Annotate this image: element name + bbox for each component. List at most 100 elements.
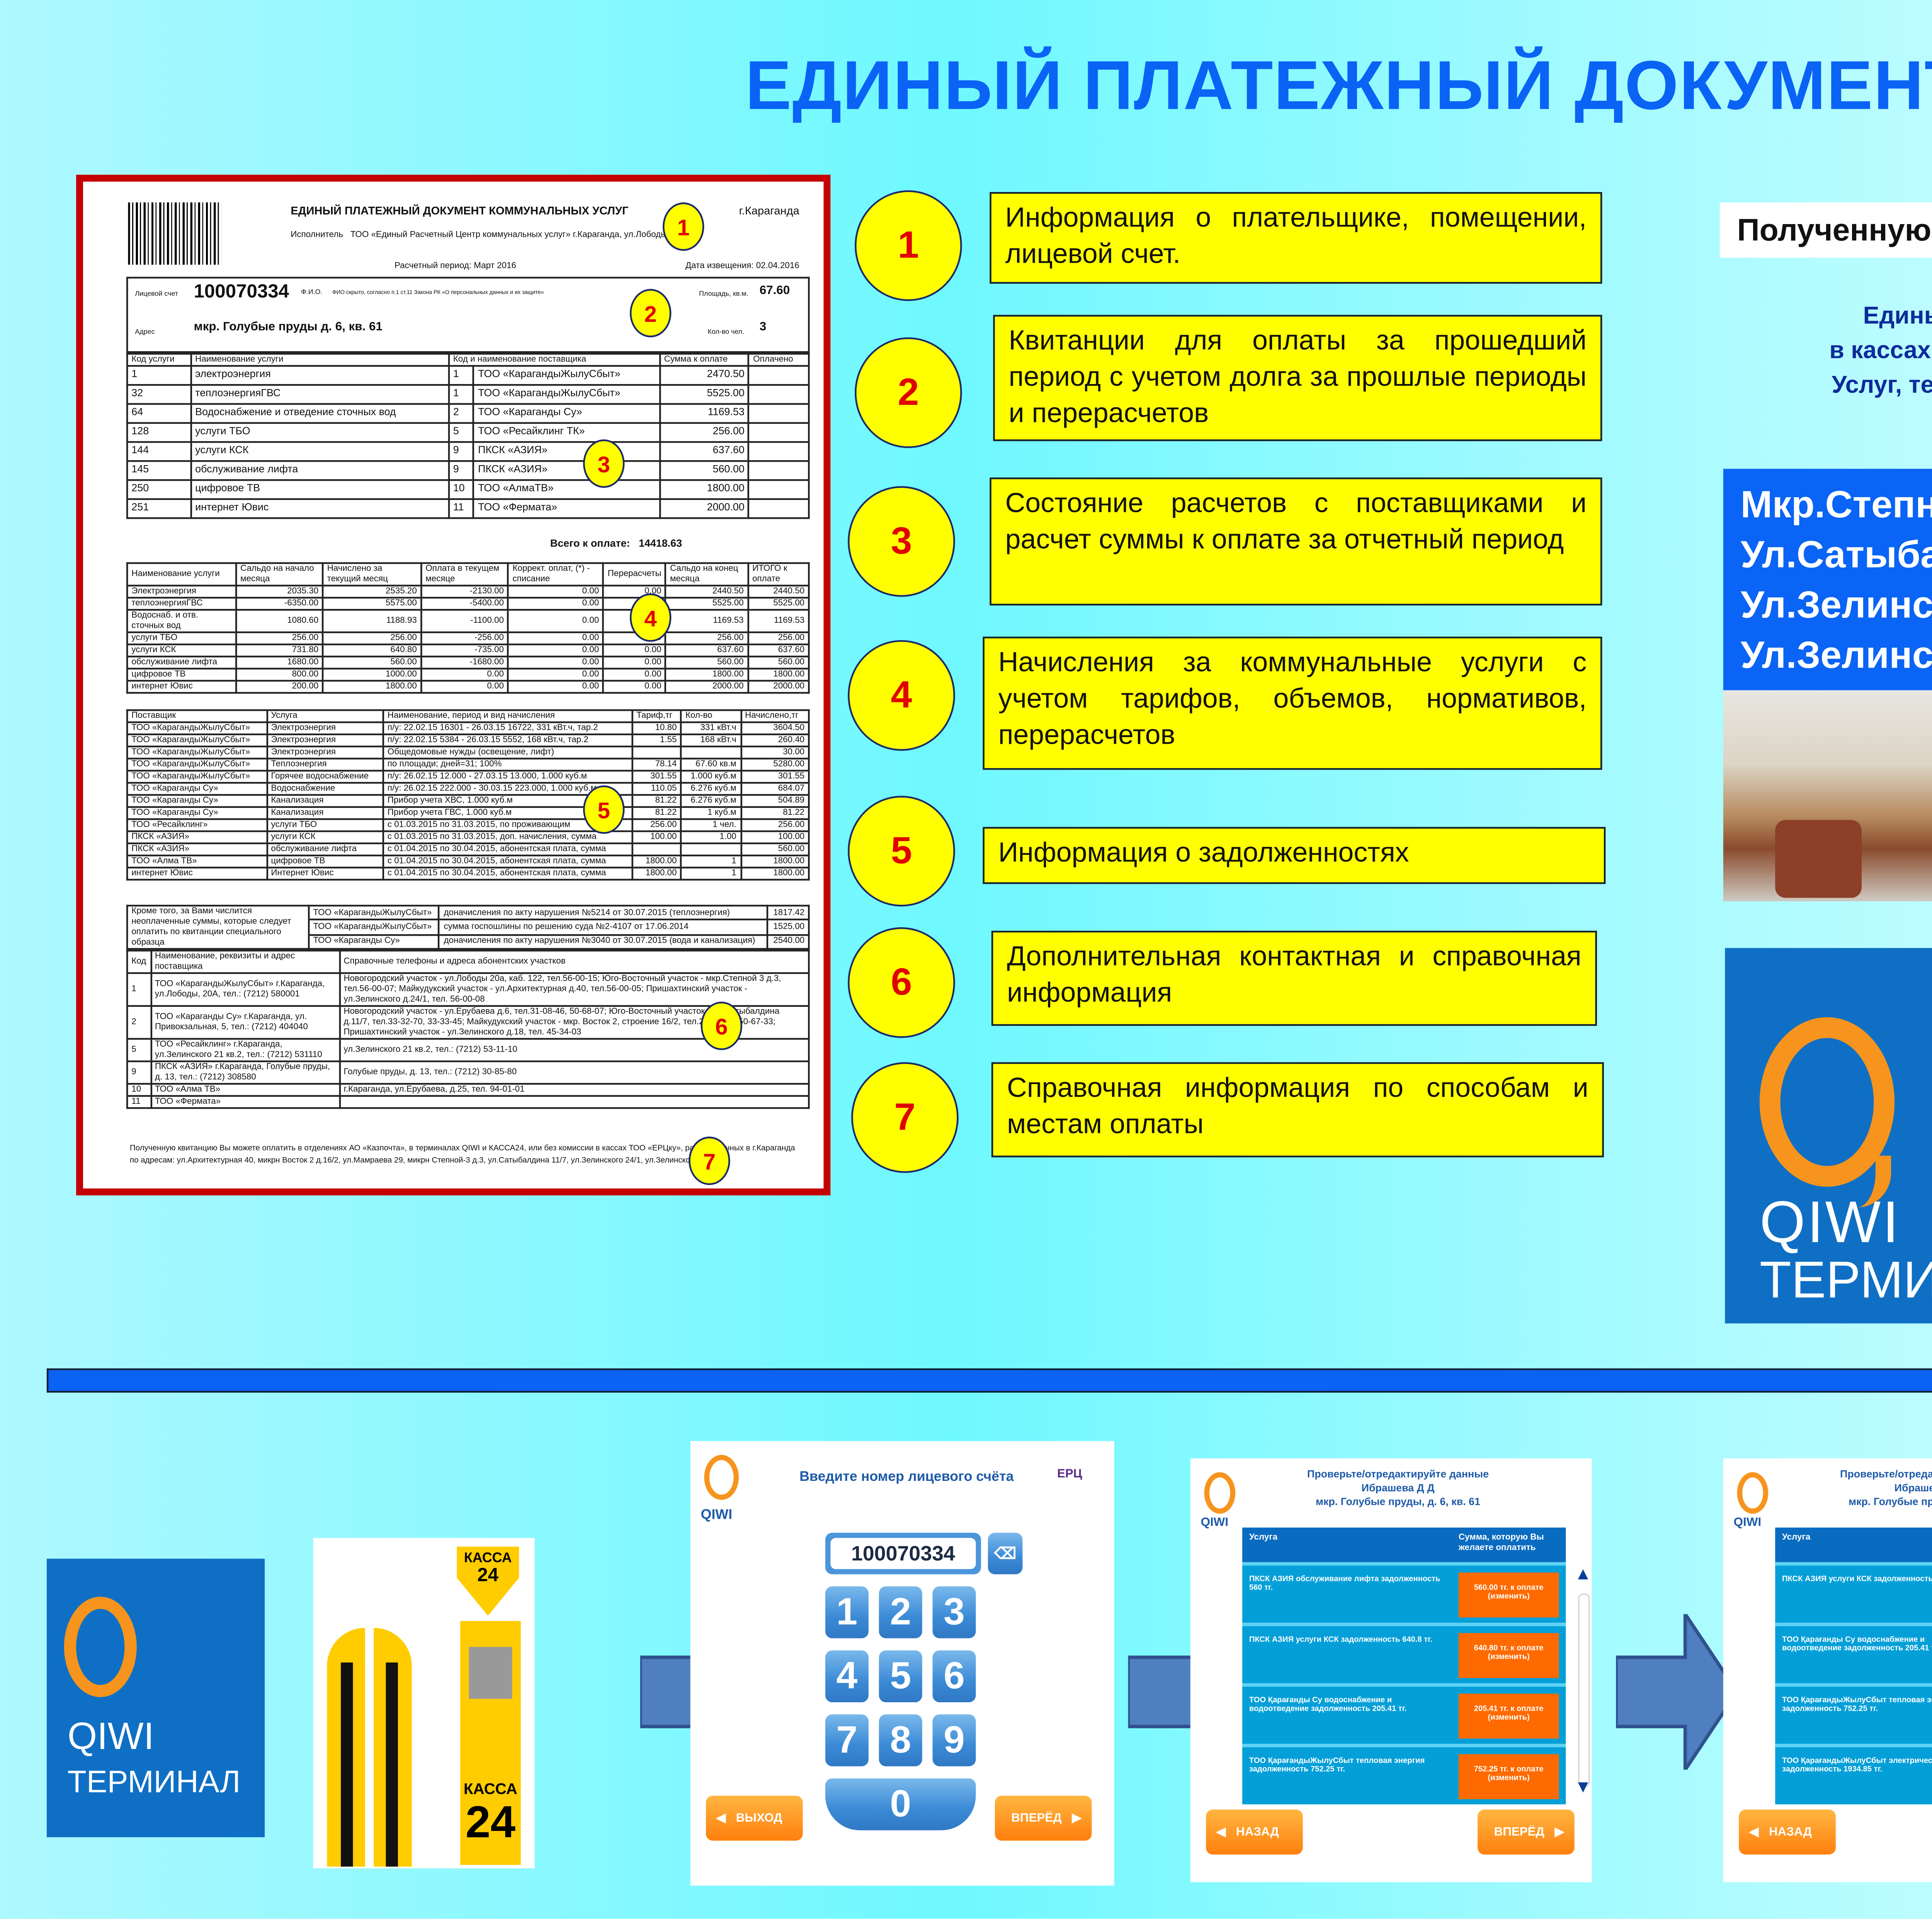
doc-city: г.Караганда <box>739 206 799 218</box>
info-badge-4: 4 <box>848 640 955 751</box>
doc-notice-date: Дата извещения: 02.04.2016 <box>685 261 799 272</box>
screen-title: Введите номер лицевого счёта <box>799 1469 1014 1484</box>
info-item-6: Дополнительная контактная и справочная и… <box>991 931 1597 1026</box>
services-header: Услуга Сумма, которую Вы желаете оплатит… <box>1242 1527 1566 1562</box>
next-button[interactable]: ВПЕРЁД▶ <box>995 1795 1092 1841</box>
marker-1: 1 <box>662 202 704 251</box>
scroll-down-icon[interactable]: ▼ <box>1574 1778 1592 1798</box>
kiosk-screen-review-2: QIWI Проверьте/отредактируйте данные Ибр… <box>1723 1458 1932 1882</box>
debts-table: Кроме того, за Вами числится неоплаченны… <box>126 904 810 950</box>
flow-arrow-icon <box>1616 1614 1737 1770</box>
info-badge-2: 2 <box>854 337 962 448</box>
doc-footer: Полученную квитанцию Вы можете оплатить … <box>129 1143 795 1164</box>
screen-title: Проверьте/отредактируйте данные Ибрашева… <box>1840 1470 1932 1509</box>
amount-edit-button[interactable]: 560.00 тг. к оплате (изменить) <box>1458 1572 1559 1618</box>
amount-edit-button[interactable]: 752.25 тг. к оплате (изменить) <box>1458 1754 1559 1799</box>
next-button[interactable]: ВПЕРЁД▶ <box>1477 1809 1575 1855</box>
payment-document-sample: ЕДИНЫЙ ПЛАТЕЖНЫЙ ДОКУМЕНТ КОММУНАЛЬНЫХ У… <box>76 175 831 1196</box>
service-row: ТОО ҚарағандыЖылуСбыт тепловая энергия з… <box>1242 1744 1566 1805</box>
info-badge-3: 3 <box>848 486 955 597</box>
section-divider <box>46 1368 1932 1393</box>
kassa24-terminal-image-small: КАССА 24 КАССА 24 <box>313 1538 535 1868</box>
doc-executor: Исполнитель ТОО «Единый Расчетный Центр … <box>291 230 687 241</box>
office-addresses-1: Мкр.Степной-3 д.3 Ул.Сатыбалдина д.11/7 … <box>1723 469 1932 690</box>
kiosk-screen-review-1: QIWI Проверьте/отредактируйте данные Ибр… <box>1190 1458 1592 1882</box>
service-row: ТОО ҚарағандыЖылуСбыт электрическая энер… <box>1775 1744 1932 1805</box>
payment-title: Полученную квитанцию вы сможете оплатить <box>1719 202 1932 258</box>
qiwi-q-icon <box>704 1455 739 1500</box>
info-badge-1: 1 <box>854 190 962 301</box>
marker-4: 4 <box>629 593 672 642</box>
info-item-7: Справочная информация по способам и мест… <box>991 1062 1604 1158</box>
back-button[interactable]: ◀НАЗАД <box>1739 1809 1836 1855</box>
key-9[interactable]: 9 <box>932 1714 976 1766</box>
key-2[interactable]: 2 <box>879 1586 922 1639</box>
info-badge-5: 5 <box>848 795 955 907</box>
qiwi-terminal-logo-small: QIWI ТЕРМИНАЛ <box>46 1559 265 1837</box>
service-row: ТОО ҚарағандыЖылуСбыт тепловая энергия з… <box>1775 1683 1932 1744</box>
marker-3: 3 <box>583 439 625 488</box>
key-8[interactable]: 8 <box>879 1714 922 1766</box>
marker-2: 2 <box>629 289 672 338</box>
exit-button[interactable]: ◀ВЫХОД <box>706 1795 803 1841</box>
table-row: услуги ТБО256.00256.00-256.000.000.00256… <box>126 631 810 646</box>
qiwi-q-icon <box>1737 1472 1769 1514</box>
key-3[interactable]: 3 <box>932 1586 976 1639</box>
key-7[interactable]: 7 <box>825 1714 869 1766</box>
qiwi-terminal-logo: QIWI ТЕРМИНАЛ <box>1725 948 1932 1324</box>
account-input[interactable]: 100070334 <box>830 1538 976 1569</box>
info-item-2: Квитанции для оплаты за прошедший период… <box>993 314 1602 441</box>
backspace-button[interactable]: ⌫ <box>988 1533 1023 1574</box>
service-row: ТОО Қарағанды Су водоснабжение и водоотв… <box>1775 1623 1932 1683</box>
key-0[interactable]: 0 <box>825 1778 976 1831</box>
doc-address: мкр. Голубые пруды д. 6, кв. 61 <box>194 321 383 334</box>
key-1[interactable]: 1 <box>825 1586 869 1639</box>
page-title: ЕДИНЫЙ ПЛАТЕЖНЫЙ ДОКУМЕНТ <box>745 48 1932 125</box>
info-item-5: Информация о задолженностях <box>983 827 1606 884</box>
barcode-icon <box>128 202 222 265</box>
back-button[interactable]: ◀НАЗАД <box>1206 1809 1303 1855</box>
table-row: ТОО «Караганды Су»доначисления по акту н… <box>127 933 810 950</box>
scroll-up-icon[interactable]: ▲ <box>1574 1565 1592 1585</box>
doc-header: ЕДИНЫЙ ПЛАТЕЖНЫЙ ДОКУМЕНТ КОММУНАЛЬНЫХ У… <box>291 206 629 218</box>
erc-logo: ЕРЦ <box>1057 1469 1082 1481</box>
screen-title: Проверьте/отредактируйте данные Ибрашева… <box>1307 1470 1489 1509</box>
amount-edit-button[interactable]: 205.41 тг. к оплате (изменить) <box>1458 1693 1559 1739</box>
key-4[interactable]: 4 <box>825 1650 869 1703</box>
marker-7: 7 <box>689 1136 730 1185</box>
service-row: ПКСК АЗИЯ услуги КСК задолженность 640.8… <box>1242 1623 1566 1683</box>
key-5[interactable]: 5 <box>879 1650 922 1703</box>
doc-payer-info: Лицевой счет 100070334 Ф.И.О. ФИО скрыто… <box>126 277 810 353</box>
scrollbar[interactable] <box>1578 1593 1590 1787</box>
service-row: ПКСК АЗИЯ услуги КСК задолженность 640.8… <box>1775 1562 1932 1623</box>
table-row: Кроме того, за Вами числится неоплаченны… <box>126 904 810 950</box>
qiwi-q-icon <box>1204 1472 1236 1514</box>
key-6[interactable]: 6 <box>932 1650 976 1703</box>
amount-edit-button[interactable]: 640.80 тг. к оплате (изменить) <box>1458 1633 1559 1678</box>
